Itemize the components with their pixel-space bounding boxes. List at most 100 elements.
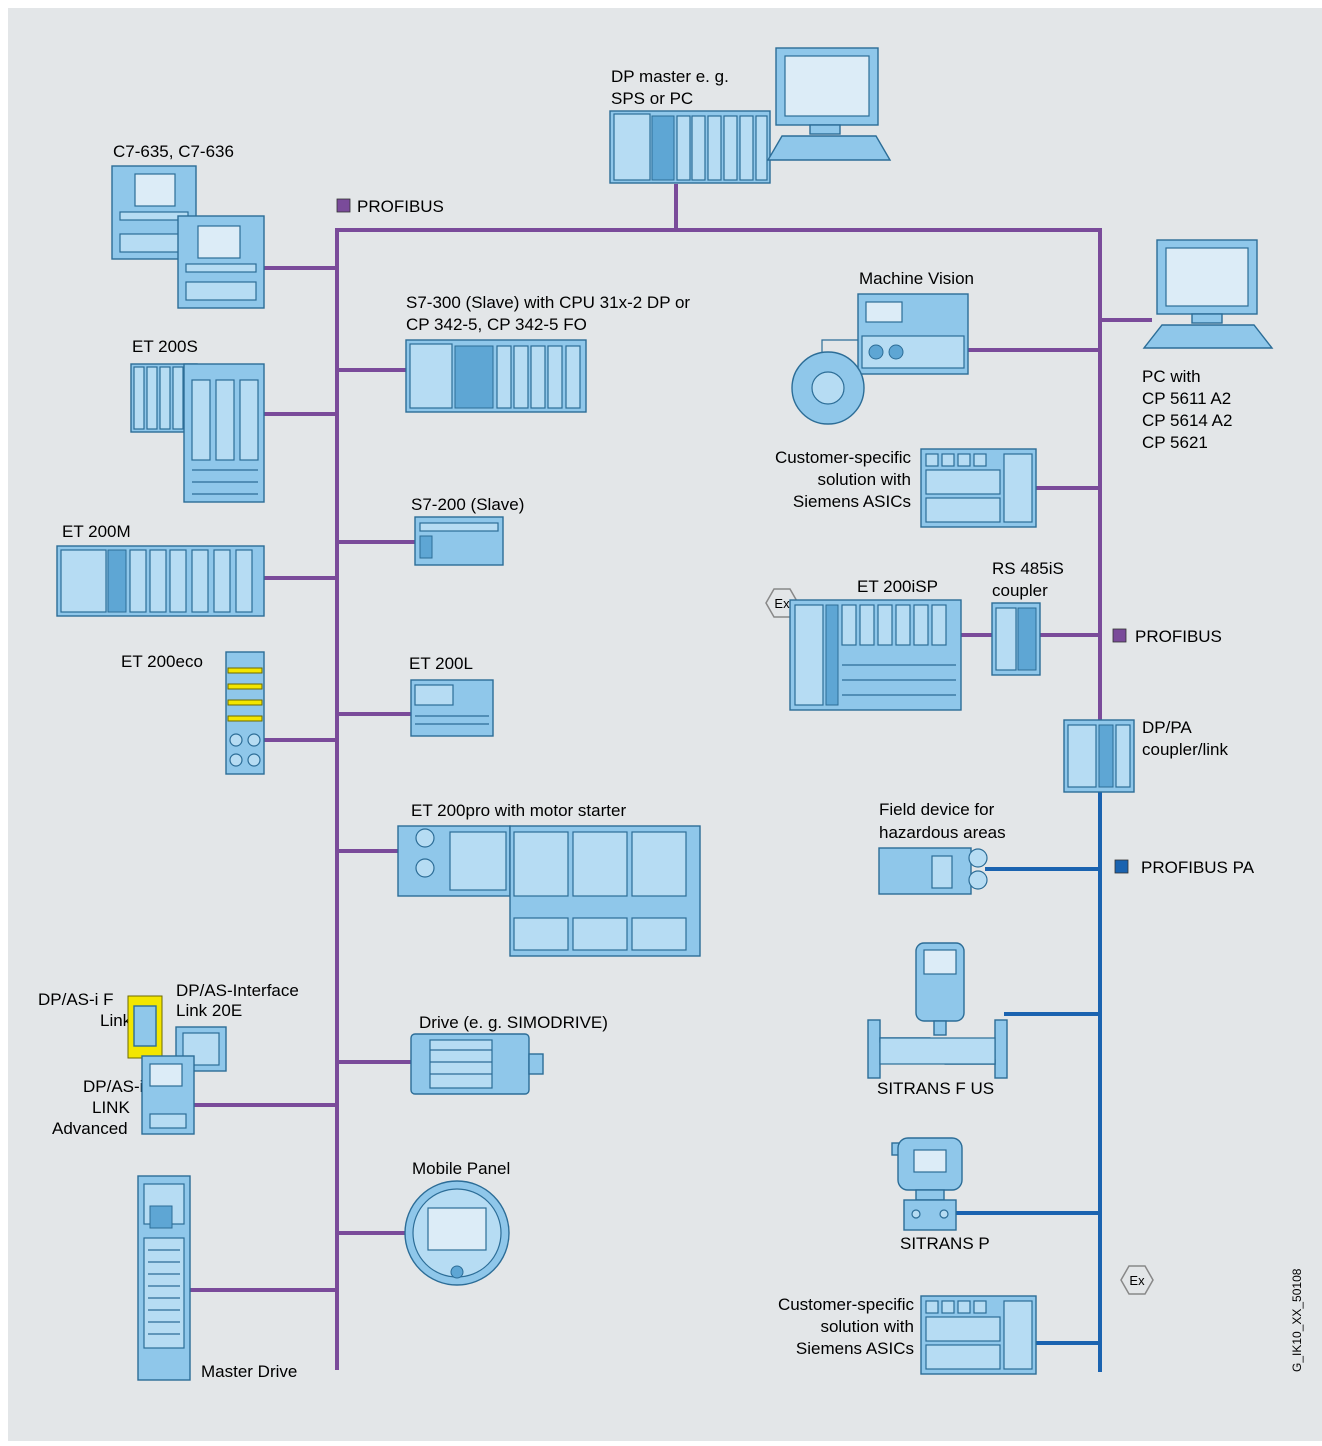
dpasi-adv-label-3: Advanced bbox=[52, 1119, 128, 1138]
rs485-label-2: coupler bbox=[992, 581, 1048, 600]
dp-master-label-2: SPS or PC bbox=[611, 89, 693, 108]
dpasi-f-label-2: Link bbox=[100, 1011, 132, 1030]
s7-300: S7-300 (Slave) with CPU 31x-2 DP or CP 3… bbox=[405, 293, 690, 413]
drive-cabinet-icon bbox=[137, 1175, 191, 1381]
asics-top-label-3: Siemens ASICs bbox=[793, 492, 911, 511]
asi-link-advanced-icon bbox=[141, 1055, 195, 1135]
dpasi-adv-label-1: DP/AS-i bbox=[83, 1077, 143, 1096]
asics-bottom-label-1: Customer-specific bbox=[778, 1295, 915, 1314]
legend-profibus-top: PROFIBUS bbox=[336, 197, 444, 216]
asics-top-label-1: Customer-specific bbox=[775, 448, 912, 467]
field-device-label-1: Field device for bbox=[879, 800, 995, 819]
mobile-panel-label: Mobile Panel bbox=[412, 1159, 510, 1178]
s7-300-label-1: S7-300 (Slave) with CPU 31x-2 DP or bbox=[406, 293, 690, 312]
s7-200: S7-200 (Slave) bbox=[411, 495, 524, 566]
rs485-label-1: RS 485iS bbox=[992, 559, 1064, 578]
drive-label: Drive (e. g. SIMODRIVE) bbox=[419, 1013, 608, 1032]
plc-rack-icon bbox=[56, 545, 265, 617]
dpasi-adv-label-2: LINK bbox=[92, 1098, 130, 1117]
master-drive: Master Drive bbox=[137, 1175, 297, 1381]
io-block-icon bbox=[225, 651, 265, 775]
compact-plc-icon bbox=[414, 516, 504, 566]
et-200eco: ET 200eco bbox=[121, 651, 265, 775]
c7-label: C7-635, C7-636 bbox=[113, 142, 234, 161]
operator-panel-icon bbox=[177, 215, 265, 309]
field-device: Field device for hazardous areas bbox=[878, 800, 1006, 895]
legend-profibus-right-label: PROFIBUS bbox=[1135, 627, 1222, 646]
dp-asi-group: DP/AS-i F Link DP/AS-Interface Link 20E … bbox=[38, 981, 299, 1138]
legend-profibus-pa: PROFIBUS PA bbox=[1114, 858, 1255, 877]
mobile-panel: Mobile Panel bbox=[404, 1159, 510, 1286]
pc-monitor-icon bbox=[1142, 239, 1274, 349]
profibus-pa-swatch bbox=[1114, 859, 1129, 874]
machine-vision: Machine Vision bbox=[791, 269, 974, 425]
c7-635-636: C7-635, C7-636 bbox=[111, 142, 265, 309]
dpasi-f-label-1: DP/AS-i F bbox=[38, 990, 114, 1009]
ex-icon bbox=[1120, 1265, 1154, 1295]
io-module-icon bbox=[130, 363, 265, 503]
ex-symbol: Ex bbox=[1129, 1273, 1145, 1288]
legend-profibus-right: PROFIBUS bbox=[1112, 627, 1222, 646]
sitrans-p: SITRANS P bbox=[891, 1137, 990, 1253]
profibus-pa-bus bbox=[953, 788, 1102, 1372]
et-200s: ET 200S bbox=[130, 337, 265, 503]
et200pro-label: ET 200pro with motor starter bbox=[411, 801, 626, 820]
et-200isp: ET 200iSP Ex bbox=[765, 577, 962, 711]
et200m-label: ET 200M bbox=[62, 522, 131, 541]
profibus-swatch bbox=[1112, 628, 1127, 643]
plc-rack-icon bbox=[609, 110, 771, 184]
dpasi-link20e-label-1: DP/AS-Interface bbox=[176, 981, 299, 1000]
vision-controller-icon bbox=[857, 293, 969, 375]
customer-asics-top: Customer-specific solution with Siemens … bbox=[775, 448, 1037, 528]
field-device-label-2: hazardous areas bbox=[879, 823, 1006, 842]
motor-starter-icon bbox=[397, 825, 701, 957]
pressure-transmitter-icon bbox=[891, 1137, 963, 1231]
mobile-panel-icon bbox=[404, 1180, 510, 1286]
et200eco-label: ET 200eco bbox=[121, 652, 203, 671]
coupler-icon bbox=[1063, 719, 1135, 793]
master-drive-label: Master Drive bbox=[201, 1362, 297, 1381]
pc-with-cp: PC with CP 5611 A2 CP 5614 A2 CP 5621 bbox=[1142, 239, 1274, 452]
plc-rack-icon bbox=[405, 339, 587, 413]
legend-profibus-top-label: PROFIBUS bbox=[357, 197, 444, 216]
dp-master: DP master e. g. SPS or PC bbox=[609, 47, 892, 184]
et-200m: ET 200M bbox=[56, 522, 265, 617]
flowmeter-icon bbox=[867, 942, 1008, 1079]
machine-vision-label: Machine Vision bbox=[859, 269, 974, 288]
dpasi-link20e-label-2: Link 20E bbox=[176, 1001, 242, 1020]
et200s-label: ET 200S bbox=[132, 337, 198, 356]
pc-with-label-3: CP 5614 A2 bbox=[1142, 411, 1232, 430]
et-200pro: ET 200pro with motor starter bbox=[397, 801, 701, 957]
et200l-label: ET 200L bbox=[409, 654, 473, 673]
dppa-label-2: coupler/link bbox=[1142, 740, 1228, 759]
profibus-bus bbox=[188, 184, 1152, 1370]
profibus-swatch bbox=[336, 198, 351, 213]
asic-board-icon bbox=[920, 448, 1037, 528]
s7-300-label-2: CP 342-5, CP 342-5 FO bbox=[406, 315, 587, 334]
asi-f-link-icon bbox=[127, 995, 163, 1059]
io-station-icon bbox=[789, 599, 962, 711]
ex-symbol: Ex bbox=[774, 596, 790, 611]
rs485-coupler: RS 485iS coupler bbox=[991, 559, 1064, 676]
asics-bottom-label-2: solution with bbox=[820, 1317, 914, 1336]
pc-with-label-2: CP 5611 A2 bbox=[1142, 389, 1231, 408]
dp-master-label-1: DP master e. g. bbox=[611, 67, 729, 86]
asics-bottom-label-3: Siemens ASICs bbox=[796, 1339, 914, 1358]
pc-with-label-1: PC with bbox=[1142, 367, 1201, 386]
drive: Drive (e. g. SIMODRIVE) bbox=[410, 1013, 608, 1095]
camera-icon bbox=[791, 351, 865, 425]
field-device-icon bbox=[878, 847, 988, 895]
asic-board-icon bbox=[920, 1295, 1037, 1375]
operator-panel-icon bbox=[111, 165, 197, 260]
legend-profibus-pa-label: PROFIBUS PA bbox=[1141, 858, 1255, 877]
ex-badge: Ex bbox=[1120, 1265, 1154, 1295]
pc-monitor-icon bbox=[766, 47, 892, 161]
figure-id: G_IK10_XX_50108 bbox=[1290, 1268, 1304, 1372]
motor-icon bbox=[410, 1033, 544, 1095]
et-200l: ET 200L bbox=[409, 654, 494, 737]
sitrans-p-label: SITRANS P bbox=[900, 1234, 990, 1253]
coupler-icon bbox=[991, 602, 1041, 676]
sitrans-f-label: SITRANS F US bbox=[877, 1079, 994, 1098]
et200isp-label: ET 200iSP bbox=[857, 577, 938, 596]
